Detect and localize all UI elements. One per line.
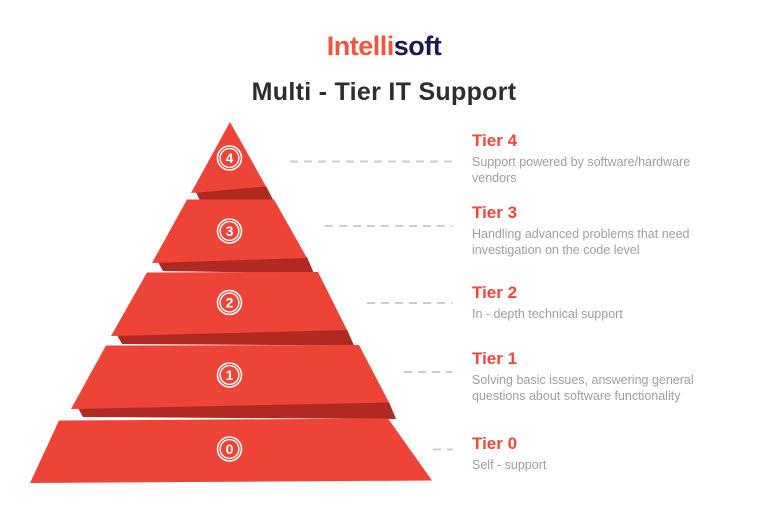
tier-0-description: Self - support <box>472 458 547 472</box>
tier-0-badge-icon: 0 <box>216 436 243 462</box>
tier-1-label: Tier 1 <box>472 349 518 368</box>
tier-3-badge-number: 3 <box>226 223 234 239</box>
pyramid-tier-3-face <box>152 199 307 263</box>
brand-logo-primary: Intelli <box>326 31 395 61</box>
tier-1-badge-number: 1 <box>226 367 234 383</box>
tier-1-text-block: Tier 1 Solving basic issues, answering g… <box>472 349 722 404</box>
tier-2-description: In - depth technical support <box>472 307 623 321</box>
tier-3-description: Handling advanced problems that need inv… <box>472 227 690 257</box>
tier-4-text-block: Tier 4 Support powered by software/hardw… <box>472 131 722 186</box>
tier-2-badge-number: 2 <box>226 295 234 311</box>
tier-2-label: Tier 2 <box>472 283 518 302</box>
tier-0-badge-number: 0 <box>226 441 234 457</box>
tier-3-label: Tier 3 <box>472 203 518 222</box>
tier-3-text-block: Tier 3 Handling advanced problems that n… <box>472 203 722 258</box>
pyramid-tier-4-face <box>191 122 266 193</box>
tier-3-badge-icon: 3 <box>216 218 243 244</box>
pyramid-tier-1-shadow <box>78 402 396 419</box>
tier-1-badge-icon: 1 <box>216 362 243 388</box>
tier-2-text-block: Tier 2 In - depth technical support <box>472 283 722 323</box>
pyramid-tier-0-face <box>30 418 432 483</box>
pyramid-tier-2-shadow <box>117 329 354 346</box>
brand-logo: Intellisoft <box>0 31 768 62</box>
pyramid-tier-2-face <box>111 272 347 336</box>
tier-2-badge-icon: 2 <box>216 289 243 316</box>
pyramid-tier-1-face <box>71 345 389 409</box>
tier-4-badge-number: 4 <box>226 150 234 166</box>
pyramid-tier-4-shadow <box>196 186 274 202</box>
tier-4-badge-icon: 4 <box>216 145 243 171</box>
tier-0-label: Tier 0 <box>472 434 518 453</box>
brand-logo-secondary: soft <box>393 31 442 61</box>
page-title: Multi - Tier IT Support <box>251 78 517 106</box>
tier-4-description: Support powered by software/hardware ven… <box>472 155 691 185</box>
tier-0-text-block: Tier 0 Self - support <box>472 434 722 474</box>
tier-4-label: Tier 4 <box>472 131 518 150</box>
tier-1-description: Solving basic issues, answering general … <box>472 373 694 403</box>
